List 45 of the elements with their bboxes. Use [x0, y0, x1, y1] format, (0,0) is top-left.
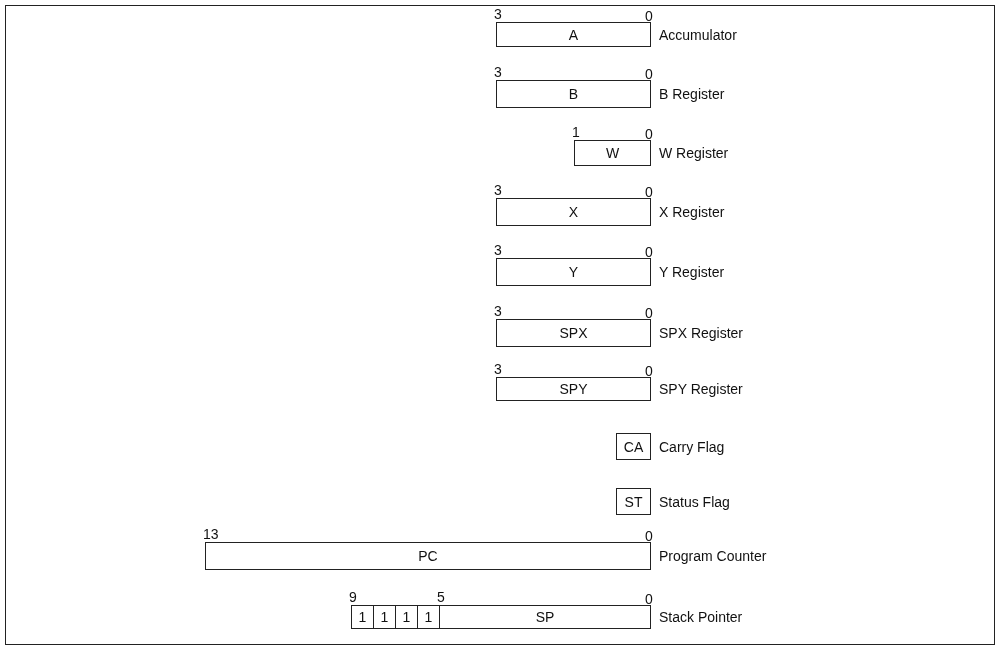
register-box: SP [439, 605, 651, 629]
register-name: Y Register [659, 264, 725, 280]
bit-number: 0 [645, 529, 653, 543]
register-box: 1 [351, 605, 374, 629]
register-name: Program Counter [659, 548, 767, 564]
register-box: ST [616, 488, 651, 515]
bit-number: 3 [494, 243, 502, 257]
bit-number: 0 [645, 185, 653, 199]
register-box: SPX [496, 319, 651, 347]
bit-number: 13 [203, 527, 219, 541]
register-box: CA [616, 433, 651, 460]
bit-number: 1 [572, 125, 580, 139]
register-name: B Register [659, 86, 725, 102]
register-box: PC [205, 542, 651, 570]
bit-number: 9 [349, 590, 357, 604]
bit-number: 0 [645, 592, 653, 606]
bit-number: 0 [645, 9, 653, 23]
register-box: X [496, 198, 651, 226]
bit-number: 0 [645, 364, 653, 378]
register-name: SPX Register [659, 325, 744, 341]
register-name: Carry Flag [659, 438, 725, 455]
register-name: SPY Register [659, 381, 743, 397]
bit-number: 3 [494, 65, 502, 79]
register-box: Y [496, 258, 651, 286]
bit-number: 5 [437, 590, 445, 604]
register-box: SPY [496, 377, 651, 401]
register-box: 1 [417, 605, 440, 629]
bit-number: 0 [645, 127, 653, 141]
bit-number: 3 [494, 7, 502, 21]
register-box: A [496, 22, 651, 47]
register-box: W [574, 140, 651, 166]
register-name: Status Flag [659, 493, 730, 510]
bit-number: 3 [494, 362, 502, 376]
register-box: 1 [395, 605, 418, 629]
register-name: Stack Pointer [659, 609, 743, 625]
bit-number: 0 [645, 67, 653, 81]
bit-number: 3 [494, 183, 502, 197]
register-name: W Register [659, 145, 729, 161]
bit-number: 0 [645, 306, 653, 320]
bit-number: 0 [645, 245, 653, 259]
bit-number: 3 [494, 304, 502, 318]
register-box: 1 [373, 605, 396, 629]
register-box: B [496, 80, 651, 108]
register-name: X Register [659, 204, 725, 220]
register-name: Accumulator [659, 26, 737, 43]
